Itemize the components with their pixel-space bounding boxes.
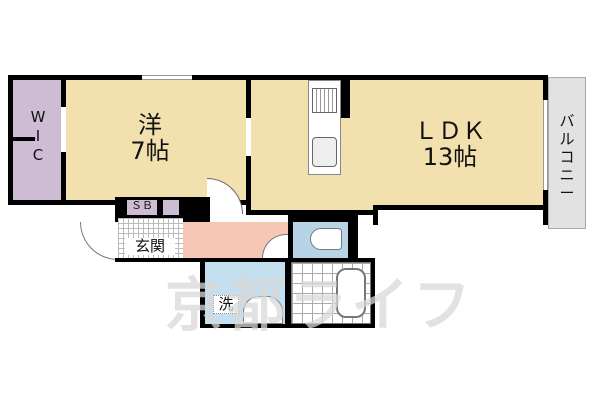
western-name: 洋 — [138, 111, 162, 139]
entrance-door-swing — [80, 222, 118, 260]
stove-icon — [312, 88, 337, 113]
balcony-char-2: ル — [559, 130, 575, 148]
wic-divider — [13, 137, 35, 141]
ldk-label: ＬＤＫ 13帖 — [400, 118, 500, 171]
western-door-wic — [61, 107, 66, 152]
toilet-icon — [310, 228, 342, 250]
balcony-char-1: バ — [559, 112, 575, 130]
ldk-name: ＬＤＫ — [414, 117, 486, 145]
window-top-western — [142, 75, 192, 80]
balcony-char-4: ニ — [559, 166, 575, 184]
washroom-label: 洗 — [213, 295, 239, 314]
western-size: 7帖 — [130, 137, 170, 166]
ldk-door-western — [246, 118, 251, 156]
balcony-char-3: コ — [559, 148, 575, 166]
sink-icon — [312, 137, 337, 167]
shoe-box-2 — [163, 200, 179, 215]
kitchen-wall — [341, 80, 350, 118]
window-ldk-balcony — [543, 100, 548, 190]
bathtub-icon — [336, 268, 366, 318]
wic-char-w: W — [30, 108, 46, 126]
western-label: 洋 7帖 — [100, 112, 200, 165]
balcony — [548, 77, 586, 229]
wic-char-i: I — [35, 127, 41, 145]
room-shoe-box — [127, 200, 157, 215]
wic-char-c: C — [32, 146, 44, 164]
wash-basin-icon — [243, 296, 283, 324]
balcony-char-5: ー — [559, 184, 575, 202]
watermark: 京都ライフ — [165, 271, 476, 339]
balcony-label: バ ル コ ニ ー — [556, 112, 578, 202]
wic-label: W I C — [26, 108, 50, 165]
ldk-notch-white — [378, 210, 543, 240]
ldk-size: 13帖 — [422, 143, 478, 172]
entrance-label: 玄関 — [125, 238, 175, 255]
shoe-box-label: ＳＢ — [131, 199, 153, 212]
room-ldk-fill — [251, 80, 543, 210]
